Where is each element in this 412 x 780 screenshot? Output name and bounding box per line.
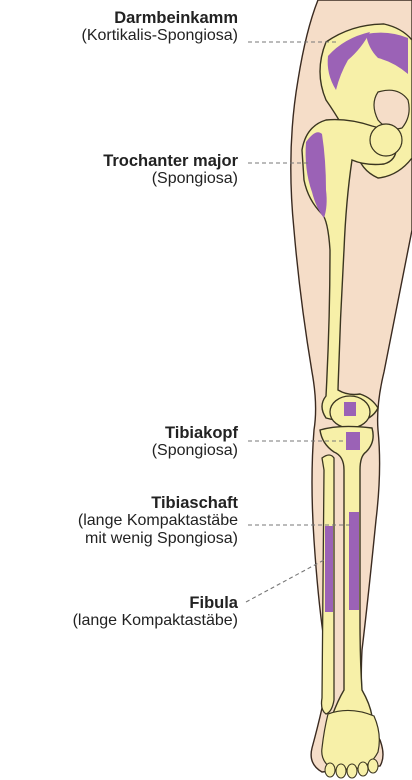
label-darmbeinkamm-title: Darmbeinkamm [81,9,238,27]
label-tibiakopf-title: Tibiakopf [152,424,238,442]
label-darmbeinkamm: Darmbeinkamm (Kortikalis-Spongiosa) [81,9,238,45]
label-tibiaschaft-title: Tibiaschaft [78,494,238,512]
label-tibiaschaft: Tibiaschaft (lange Kompaktastäbe mit wen… [78,494,238,548]
patella-marrow [344,402,356,416]
label-fibula-desc: (lange Kompaktastäbe) [73,612,238,630]
tibia-shaft-marrow [349,512,359,610]
label-tibiaschaft-desc-line2: mit wenig Spongiosa) [78,530,238,548]
label-fibula: Fibula (lange Kompaktastäbe) [73,594,238,630]
tibia-head-marrow [346,432,360,450]
label-darmbeinkamm-desc: (Kortikalis-Spongiosa) [81,27,238,45]
label-tibiakopf: Tibiakopf (Spongiosa) [152,424,238,460]
label-tibiaschaft-desc-line1: (lange Kompaktastäbe [78,512,238,530]
label-tibiakopf-desc: (Spongiosa) [152,442,238,460]
fibula-marrow [325,526,333,612]
label-trochanter-major-desc: (Spongiosa) [103,170,238,188]
label-fibula-title: Fibula [73,594,238,612]
leader-line-fibula [246,560,324,602]
label-trochanter-major: Trochanter major (Spongiosa) [103,152,238,188]
femur-head [370,124,402,156]
label-trochanter-major-title: Trochanter major [103,152,238,170]
